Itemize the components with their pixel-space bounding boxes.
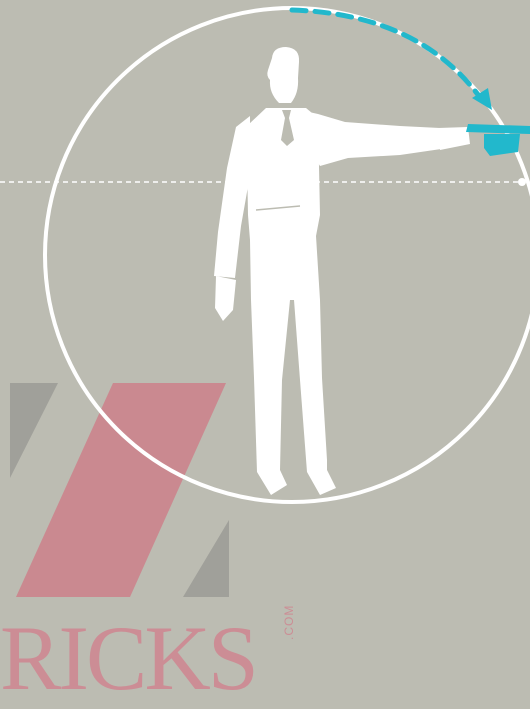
logo-mark: [10, 383, 229, 597]
left-hand: [215, 276, 236, 321]
logo-suffix: .COM: [282, 605, 296, 640]
reference-line-endpoint: [518, 178, 526, 186]
logo-stripe-red: [16, 383, 226, 597]
logo-wordmark: RICKS: [0, 612, 256, 704]
body: [247, 108, 336, 495]
hat-icon: [466, 124, 530, 156]
logo-stripe-gray-left: [10, 383, 58, 478]
right-arm: [300, 110, 448, 166]
curved-dashed-arrow-icon: [292, 10, 492, 110]
right-hand: [438, 127, 470, 150]
left-arm: [214, 116, 250, 278]
logo-stripe-gray-right: [183, 520, 229, 597]
man-silhouette: [214, 47, 470, 495]
head: [267, 47, 299, 103]
